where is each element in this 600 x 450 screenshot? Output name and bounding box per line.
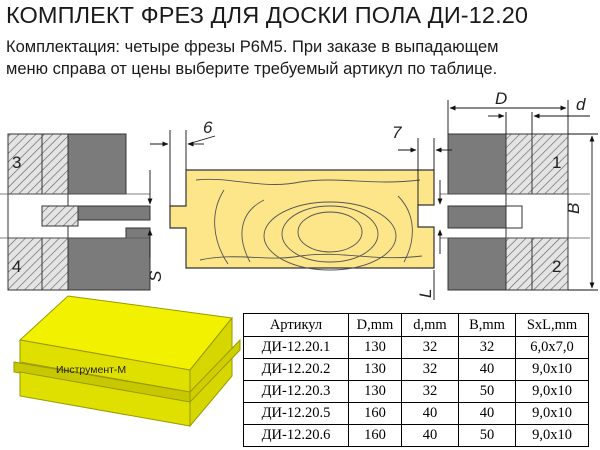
cell-article: ДИ-12.20.6 [243, 424, 349, 447]
cell-B: 50 [458, 380, 516, 403]
cell-article: ДИ-12.20.2 [243, 358, 349, 381]
cell-d: 32 [401, 336, 459, 359]
description-line-2: меню справа от цены выберите требуемый а… [6, 60, 498, 78]
cell-D: 130 [348, 380, 402, 403]
brand-label: Инструмент-М [56, 364, 126, 376]
description-line-1: Комплектация: четыре фрезы Р6М5. При зак… [6, 38, 499, 56]
dimension-labels: 6 7 D d B S L [146, 89, 586, 298]
col-header-SxL: SxL,mm [515, 313, 589, 337]
dim-label-D: D [495, 89, 507, 108]
cell-B: 40 [458, 402, 516, 425]
wood-grain [195, 178, 423, 271]
table-header-row: Артикул D,mm d,mm B,mm SxL,mm [243, 313, 589, 337]
cell-SxL: 6,0x7,0 [515, 336, 589, 359]
cell-SxL: 9,0x10 [515, 380, 589, 403]
cell-D: 160 [348, 424, 402, 447]
col-header-article: Артикул [243, 313, 349, 337]
col-header-B: B,mm [458, 313, 516, 337]
cell-D: 130 [348, 358, 402, 381]
cell-article: ДИ-12.20.3 [243, 380, 349, 403]
page-title: КОМПЛЕКТ ФРЕЗ ДЛЯ ДОСКИ ПОЛА ДИ-12.20 [6, 2, 529, 28]
dimension-lines [147, 100, 598, 300]
col-header-D: D,mm [348, 313, 402, 337]
cell-SxL: 9,0x10 [515, 358, 589, 381]
cell-article: ДИ-12.20.5 [243, 402, 349, 425]
table-row: ДИ-12.20.3 130 32 50 9,0x10 [243, 380, 589, 403]
dim-label-d: d [576, 95, 586, 114]
dim-label-S: S [146, 270, 165, 282]
cell-d: 32 [401, 358, 459, 381]
board-3d-block: Инструмент-М [13, 295, 241, 428]
cell-SxL: 9,0x10 [515, 402, 589, 425]
cutter-number-4: 4 [12, 257, 21, 276]
cell-D: 160 [348, 402, 402, 425]
spec-table: Артикул D,mm d,mm B,mm SxL,mm ДИ-12.20.1… [243, 313, 589, 447]
dim-label-6: 6 [203, 118, 213, 137]
table-row: ДИ-12.20.5 160 40 40 9,0x10 [243, 402, 589, 425]
cell-article: ДИ-12.20.1 [243, 336, 349, 359]
cell-SxL: 9,0x10 [515, 424, 589, 447]
cell-d: 32 [401, 380, 459, 403]
dim-label-L: L [416, 289, 435, 298]
table-row: ДИ-12.20.6 160 40 50 9,0x10 [243, 424, 589, 447]
cutter-number-2: 2 [552, 257, 561, 276]
cell-B: 32 [458, 336, 516, 359]
table-row: ДИ-12.20.2 130 32 40 9,0x10 [243, 358, 589, 381]
right-cutter-assembly: 1 2 [440, 133, 590, 291]
dim-label-7: 7 [392, 123, 402, 142]
cell-B: 40 [458, 358, 516, 381]
left-cutter-assembly: 3 4 [0, 133, 151, 291]
board-profile [169, 169, 435, 271]
table-row: ДИ-12.20.1 130 32 32 6,0x7,0 [243, 336, 589, 359]
cell-d: 40 [401, 424, 459, 447]
cell-D: 130 [348, 336, 402, 359]
dim-label-B: B [564, 203, 583, 214]
cutter-number-1: 1 [552, 153, 561, 172]
cell-B: 50 [458, 424, 516, 447]
col-header-d: d,mm [401, 313, 459, 337]
cutter-number-3: 3 [12, 153, 21, 172]
cell-d: 40 [401, 402, 459, 425]
